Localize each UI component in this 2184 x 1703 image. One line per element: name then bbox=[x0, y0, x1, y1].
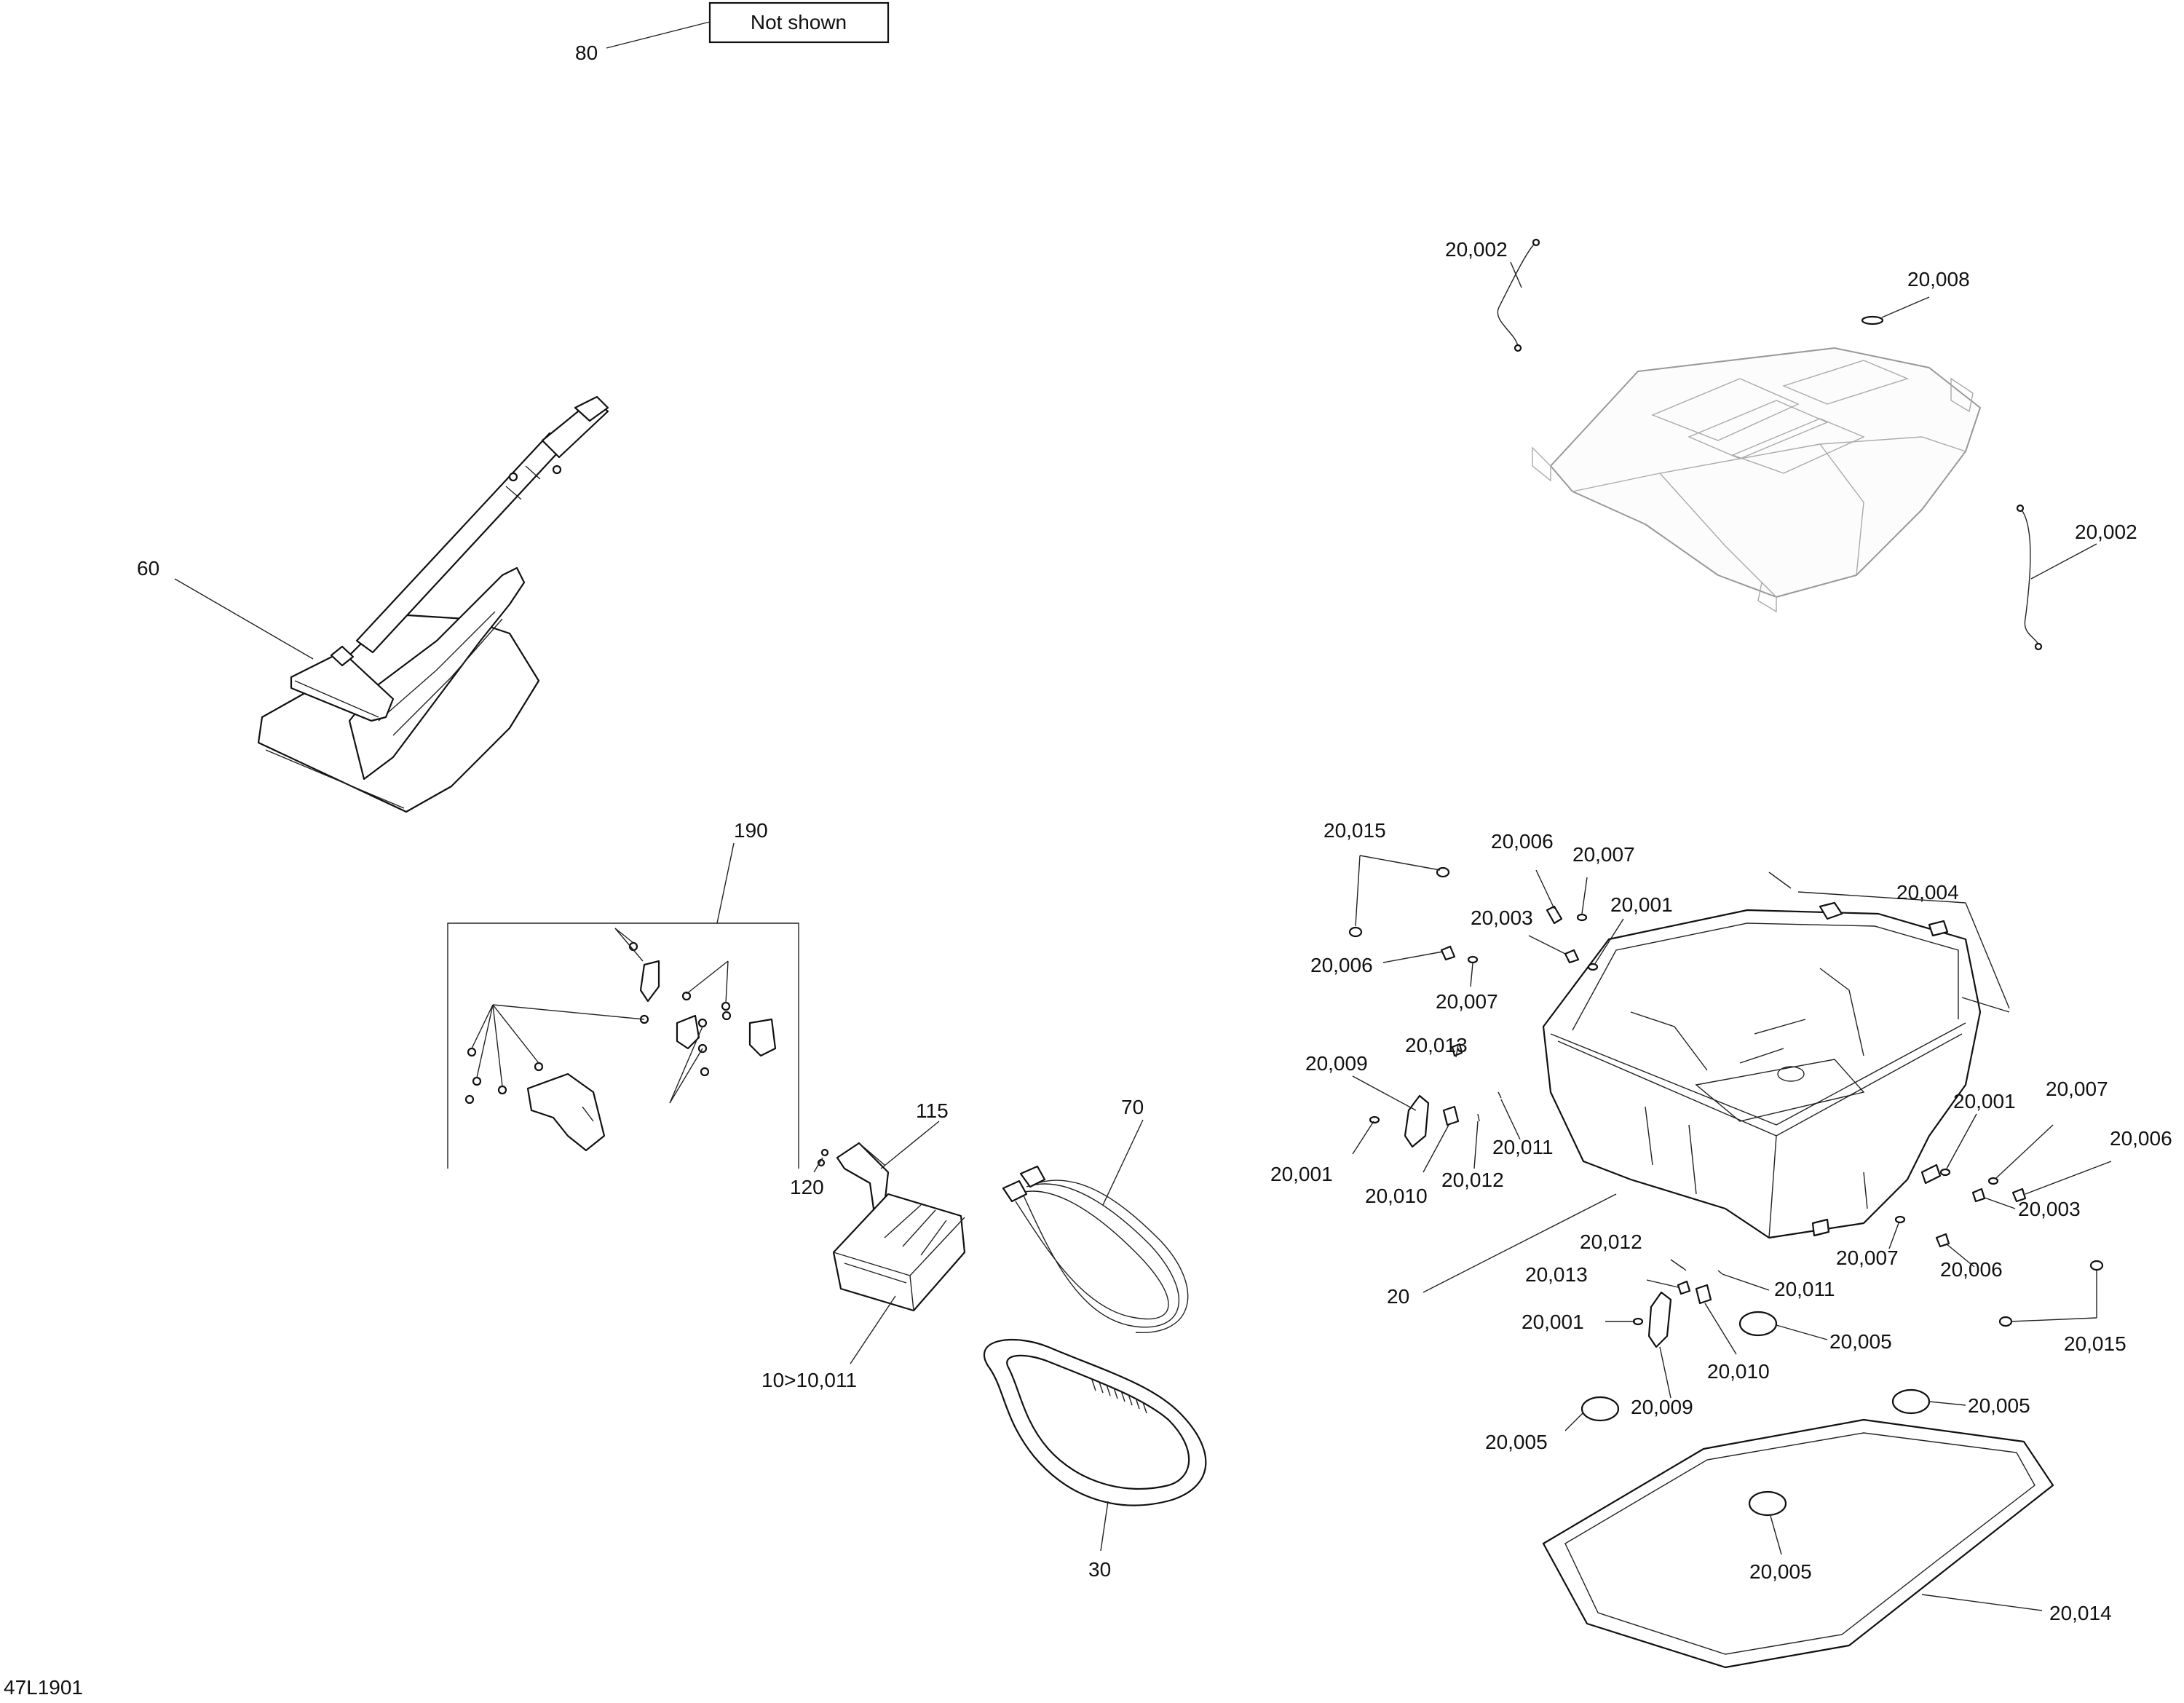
storage-lid-part bbox=[1532, 347, 1981, 613]
callout-20001d: 20,001 bbox=[1522, 1311, 1584, 1333]
callout-20007b: 20,007 bbox=[1436, 990, 1498, 1013]
callout-20006a: 20,006 bbox=[1491, 830, 1554, 853]
callout-20002a: 20,002 bbox=[1445, 238, 1508, 261]
callout-20: 20 bbox=[1387, 1285, 1409, 1308]
callout-20006c: 20,006 bbox=[2110, 1127, 2172, 1150]
cable-20002-part bbox=[1497, 238, 2043, 651]
callout-115: 115 bbox=[916, 1099, 949, 1122]
callout-20007a: 20,007 bbox=[1572, 843, 1635, 866]
kit-190-group bbox=[447, 842, 799, 1169]
drawing-id: 47L1901 bbox=[4, 1676, 83, 1699]
callout-20006d: 20,006 bbox=[1940, 1258, 2003, 1281]
callout-20004: 20,004 bbox=[1896, 881, 1959, 904]
not-shown-label: Not shown bbox=[751, 11, 847, 33]
callout-20009a: 20,009 bbox=[1305, 1052, 1368, 1075]
callout-20009b: 20,009 bbox=[1631, 1396, 1693, 1418]
callout-20008: 20,008 bbox=[1907, 268, 1970, 291]
callout-190: 190 bbox=[734, 819, 768, 842]
callout-20012b: 20,012 bbox=[1580, 1230, 1642, 1253]
strap-70-part bbox=[1002, 1165, 1189, 1333]
callout-120: 120 bbox=[790, 1176, 824, 1198]
callout-20011b: 20,011 bbox=[1774, 1278, 1835, 1300]
callout-20003b: 20,003 bbox=[2018, 1198, 2081, 1220]
callout-20002b: 20,002 bbox=[2075, 521, 2137, 543]
callout-20001c: 20,001 bbox=[1953, 1090, 2016, 1113]
callout-20005b: 20,005 bbox=[1485, 1431, 1548, 1453]
callout-20005d: 20,005 bbox=[1749, 1560, 1812, 1583]
bracket-115-part bbox=[817, 1142, 890, 1210]
callout-20014: 20,014 bbox=[2049, 1602, 2112, 1624]
callout-20013a: 20,013 bbox=[1405, 1034, 1468, 1056]
callout-20005a: 20,005 bbox=[1829, 1330, 1892, 1353]
callout-20003a: 20,003 bbox=[1471, 906, 1533, 929]
pouch-10-part bbox=[832, 1193, 966, 1312]
callout-20001a: 20,001 bbox=[1610, 893, 1673, 916]
callout-20006b: 20,006 bbox=[1310, 954, 1373, 976]
callout-20010b: 20,010 bbox=[1707, 1360, 1770, 1383]
callout-20012a: 20,012 bbox=[1441, 1169, 1504, 1191]
callout-70: 70 bbox=[1121, 1096, 1144, 1118]
callout-20010a: 20,010 bbox=[1365, 1185, 1428, 1207]
belt-30-part bbox=[984, 1338, 1207, 1506]
callout-20015b: 20,015 bbox=[2064, 1332, 2126, 1355]
storage-box-part bbox=[1542, 901, 1982, 1239]
not-shown-note: Not shown bbox=[708, 1, 890, 44]
callout-20011a: 20,011 bbox=[1492, 1136, 1554, 1158]
callout-30: 30 bbox=[1088, 1558, 1111, 1581]
callout-20007d: 20,007 bbox=[1836, 1246, 1899, 1269]
callout-80: 80 bbox=[575, 42, 598, 64]
callout-20005c: 20,005 bbox=[1968, 1394, 2030, 1417]
shovel-part bbox=[257, 395, 609, 813]
callout-20001b: 20,001 bbox=[1270, 1163, 1333, 1185]
callout-60: 60 bbox=[137, 557, 159, 580]
callout-20007c: 20,007 bbox=[2046, 1078, 2108, 1100]
callout-20015a: 20,015 bbox=[1324, 819, 1386, 842]
callout-20013b: 20,013 bbox=[1525, 1263, 1588, 1286]
callout-10: 10>10,011 bbox=[761, 1369, 857, 1391]
floor-mat-part bbox=[1542, 1418, 2054, 1669]
